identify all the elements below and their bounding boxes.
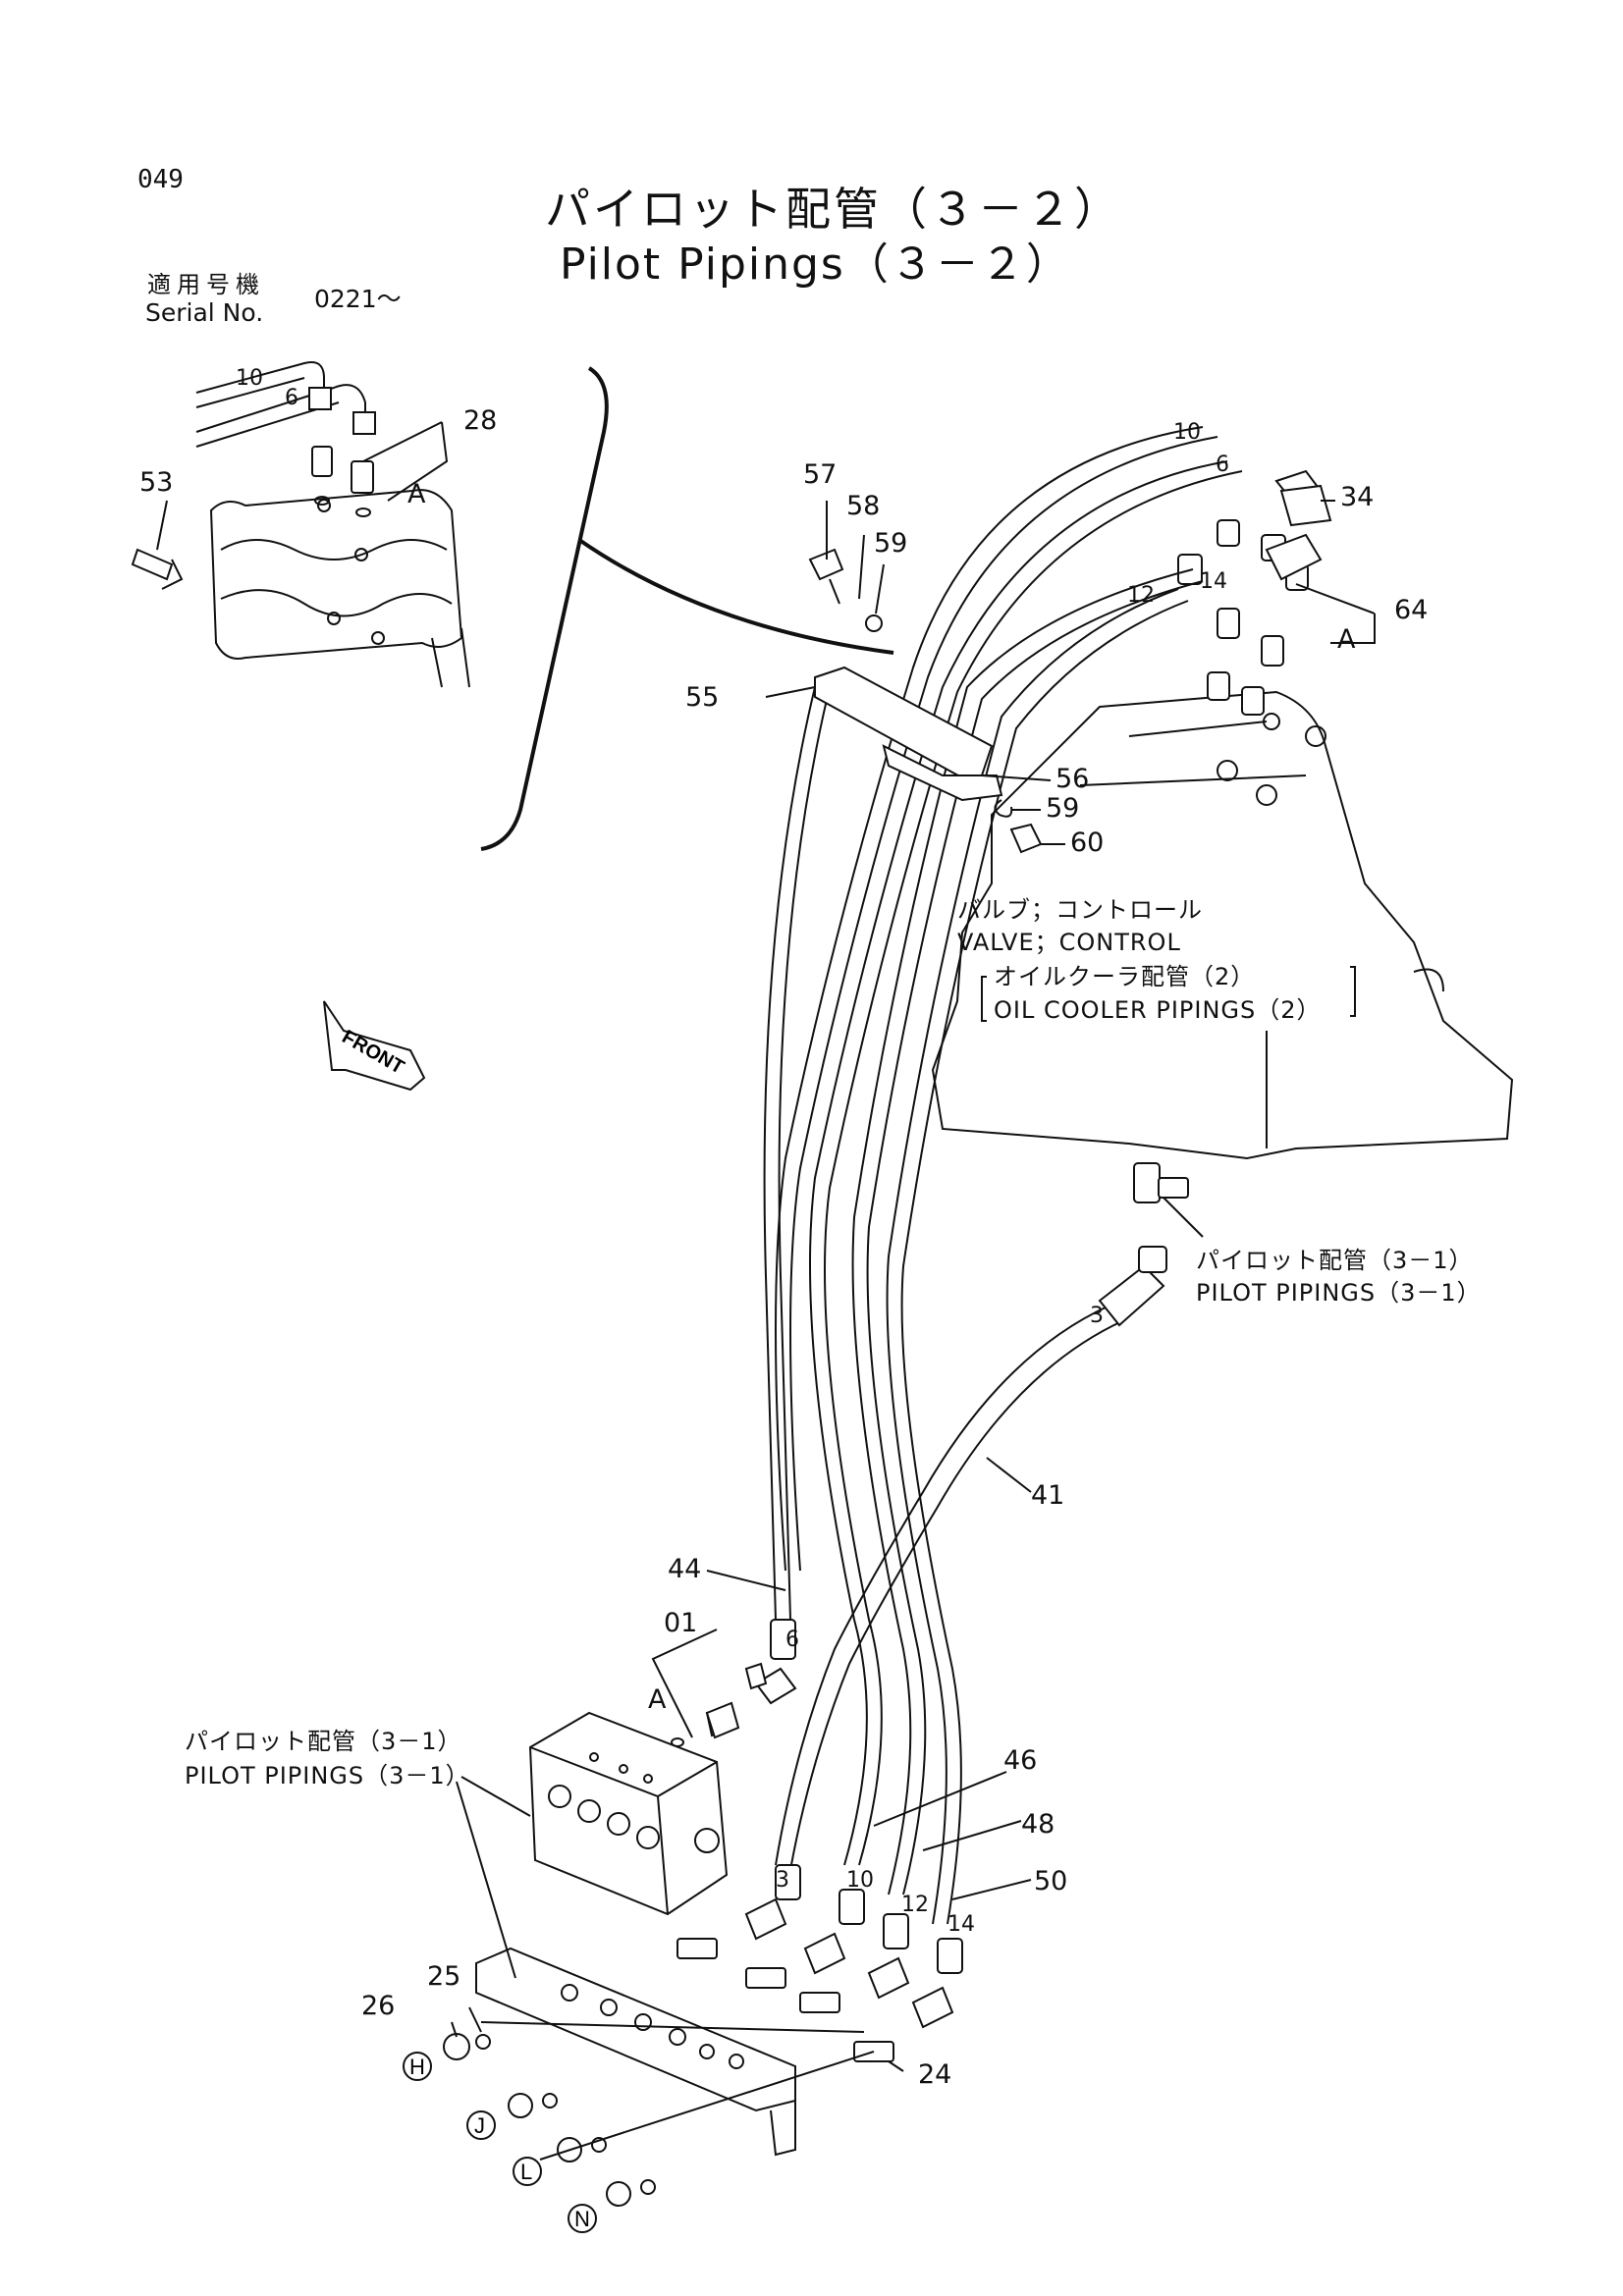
page-title-jp: パイロット配管（３－２） bbox=[545, 183, 1122, 236]
page-number: 049 bbox=[137, 165, 184, 194]
circle-letter-l: L bbox=[520, 2160, 532, 2184]
callout-3-pipe41: 3 bbox=[1090, 1304, 1104, 1328]
junction-block bbox=[528, 1704, 738, 1916]
callout-58: 58 bbox=[846, 491, 881, 521]
callout-12-top: 12 bbox=[1127, 583, 1155, 608]
callout-56: 56 bbox=[1055, 764, 1090, 794]
callout-28: 28 bbox=[463, 405, 498, 436]
note-bracket-left bbox=[981, 976, 987, 1022]
callout-a-valve: A bbox=[1337, 624, 1356, 655]
callout-10-top: 10 bbox=[1173, 420, 1201, 445]
note-valve-jp: バルブ；コントロール bbox=[957, 896, 1203, 924]
pilot31-fitting bbox=[1133, 1162, 1189, 1203]
callout-41: 41 bbox=[1031, 1480, 1065, 1511]
callout-34: 34 bbox=[1340, 482, 1375, 512]
inset-leader bbox=[577, 538, 894, 655]
callout-44: 44 bbox=[668, 1554, 702, 1584]
callout-6-top: 6 bbox=[1216, 453, 1229, 477]
note-oilcooler-en: OIL COOLER PIPINGS（2） bbox=[994, 996, 1322, 1024]
callout-10-inset: 10 bbox=[236, 366, 263, 391]
fitting-cluster bbox=[1177, 469, 1332, 716]
callout-53: 53 bbox=[139, 467, 174, 498]
callout-14-end: 14 bbox=[947, 1912, 975, 1937]
callout-6-inset: 6 bbox=[285, 386, 298, 410]
note-valve-en: VALVE；CONTROL bbox=[957, 929, 1181, 956]
circle-letter-h: H bbox=[409, 2055, 425, 2079]
serial-value: 0221～ bbox=[314, 285, 402, 313]
callout-57: 57 bbox=[803, 459, 838, 490]
control-valve-body bbox=[931, 690, 1514, 1160]
serial-label-en: Serial No. bbox=[145, 298, 264, 327]
note-pilot31-left-jp: パイロット配管（3－1） bbox=[185, 1728, 462, 1755]
note-bracket-right bbox=[1350, 966, 1356, 1017]
circle-letters: H J L N bbox=[403, 2052, 597, 2233]
callout-a-inset: A bbox=[407, 479, 426, 509]
inset-separator bbox=[480, 366, 609, 851]
callout-50: 50 bbox=[1034, 1866, 1068, 1896]
callout-60: 60 bbox=[1070, 828, 1105, 858]
note-oilcooler-jp: オイルクーラ配管（2） bbox=[994, 963, 1256, 990]
callout-3-end: 3 bbox=[776, 1868, 789, 1893]
callout-a-block: A bbox=[648, 1684, 667, 1715]
pipe-bundle bbox=[744, 426, 1243, 2029]
callout-64: 64 bbox=[1394, 595, 1429, 625]
callout-14-top: 14 bbox=[1200, 569, 1227, 594]
callout-12-end: 12 bbox=[901, 1893, 929, 1917]
front-arrow: FRONT bbox=[323, 1000, 426, 1092]
callout-59: 59 bbox=[874, 528, 908, 559]
callout-24: 24 bbox=[918, 2059, 952, 2090]
leader-lines bbox=[156, 421, 1376, 2161]
callout-59-lower: 59 bbox=[1046, 793, 1080, 824]
circle-letter-n: N bbox=[574, 2207, 590, 2231]
callout-01: 01 bbox=[664, 1608, 698, 1638]
note-pilot31-right-en: PILOT PIPINGS（3－1） bbox=[1196, 1279, 1482, 1307]
note-pilot31-right-jp: パイロット配管（3－1） bbox=[1196, 1247, 1474, 1274]
manifold-plate bbox=[443, 1938, 894, 2207]
serial-label-jp: 適用号機 bbox=[147, 271, 265, 298]
callout-6-pipe44: 6 bbox=[785, 1628, 799, 1652]
callout-10-end: 10 bbox=[846, 1868, 874, 1893]
page-title-en: Pilot Pipings（３－２） bbox=[560, 240, 1071, 290]
inset-valve-block bbox=[131, 361, 470, 688]
callout-25: 25 bbox=[427, 1961, 461, 1992]
callout-46: 46 bbox=[1003, 1745, 1038, 1776]
pipe-clamp bbox=[808, 548, 1043, 854]
fitting-01 bbox=[705, 1662, 768, 1739]
note-pilot31-left-en: PILOT PIPINGS（3－1） bbox=[185, 1762, 470, 1789]
callout-55: 55 bbox=[685, 682, 720, 713]
callout-48: 48 bbox=[1021, 1809, 1055, 1840]
circle-letter-j: J bbox=[474, 2113, 485, 2138]
callout-26: 26 bbox=[361, 1991, 396, 2021]
